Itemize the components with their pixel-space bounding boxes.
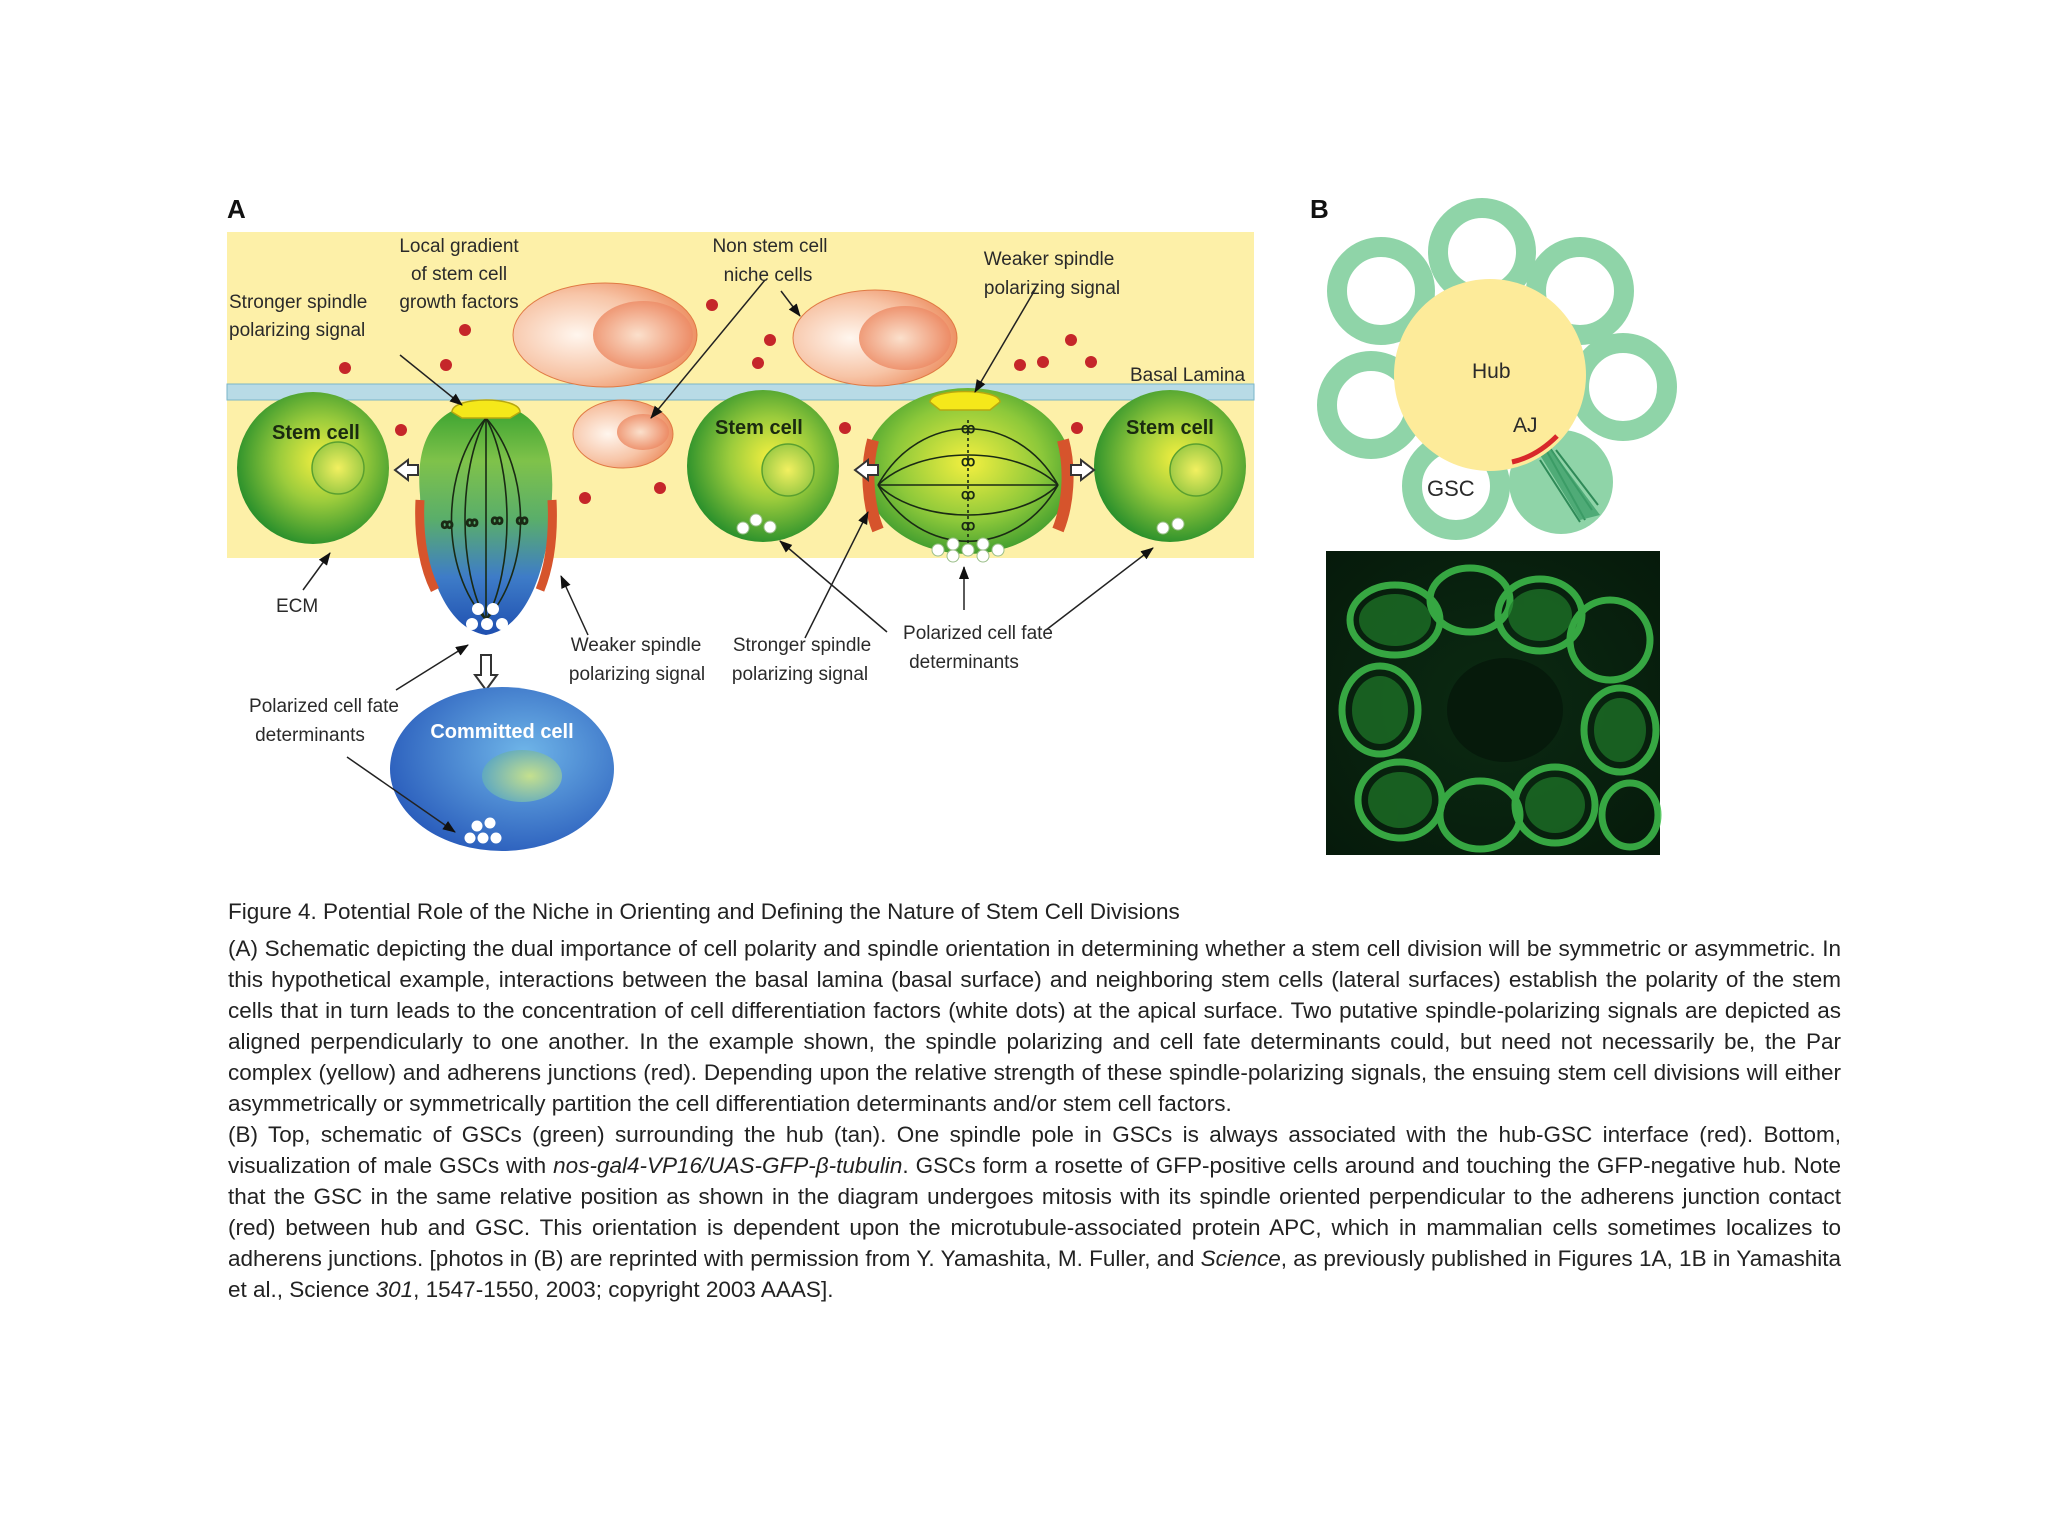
- label-stronger-bottom-1: Stronger spindle: [733, 635, 871, 656]
- stem-cell-middle: [687, 390, 839, 542]
- label-weaker-bottom-1: Weaker spindle: [571, 635, 702, 656]
- label-local-gradient-1: Local gradient: [399, 236, 519, 257]
- label-stronger-bottom-2: polarizing signal: [732, 664, 868, 685]
- label-stem-cell-3: Stem cell: [1126, 417, 1214, 439]
- label-local-gradient-3: growth factors: [399, 292, 518, 313]
- asymmetric-dividing-cell: ꝏ ꝏ ꝏ ꝏ: [419, 400, 552, 635]
- stem-cell-right: [1094, 390, 1246, 542]
- label-committed-cell: Committed cell: [430, 721, 573, 743]
- label-stronger-top-1: Stronger spindle: [229, 292, 367, 313]
- label-stronger-top-2: polarizing signal: [229, 320, 365, 341]
- label-weaker-top-2: polarizing signal: [984, 278, 1120, 299]
- label-weaker-top-1: Weaker spindle: [984, 249, 1115, 270]
- label-polarized-right-2: determinants: [909, 652, 1019, 673]
- label-polarized-left-1: Polarized cell fate: [249, 696, 399, 717]
- committed-cell: [390, 687, 614, 851]
- svg-text:ꝏ: ꝏ: [961, 517, 975, 533]
- label-local-gradient-2: of stem cell: [411, 264, 507, 285]
- svg-text:ꝏ: ꝏ: [961, 420, 975, 436]
- label-stem-cell-2: Stem cell: [715, 417, 803, 439]
- caption-para-b-italic-1: nos-gal4-VP16/UAS-GFP-β-tubulin: [553, 1153, 902, 1178]
- caption-para-a: (A) Schematic depicting the dual importa…: [228, 933, 1841, 1119]
- svg-text:ꝏ: ꝏ: [961, 486, 975, 502]
- caption-para-b-italic-3: 301: [376, 1277, 414, 1302]
- figure-caption: Figure 4. Potential Role of the Niche in…: [228, 896, 1841, 1305]
- caption-title: Figure 4. Potential Role of the Niche in…: [228, 896, 1841, 927]
- label-stem-cell-1: Stem cell: [272, 422, 360, 444]
- gsc-label: GSC: [1427, 476, 1475, 501]
- caption-para-b-italic-2: Science: [1201, 1246, 1281, 1271]
- gfp-micrograph: [1326, 551, 1660, 855]
- svg-text:ꝏ: ꝏ: [466, 515, 478, 529]
- label-polarized-right-1: Polarized cell fate: [903, 623, 1053, 644]
- label-ecm: ECM: [276, 596, 318, 617]
- caption-para-b-text-4: , 1547-1550, 2003; copyright 2003 AAAS].: [413, 1277, 833, 1302]
- hub-label: Hub: [1472, 360, 1511, 383]
- svg-text:ꝏ: ꝏ: [516, 513, 528, 527]
- niche-cell-large-right: [793, 290, 957, 386]
- niche-cell-large-left: [513, 283, 697, 387]
- label-non-stem-2: niche cells: [724, 265, 813, 286]
- caption-para-b: (B) Top, schematic of GSCs (green) surro…: [228, 1119, 1841, 1305]
- aj-label: AJ: [1513, 414, 1538, 437]
- label-basal-lamina: Basal Lamina: [1130, 365, 1246, 386]
- panel-a-letter: A: [227, 194, 246, 224]
- svg-text:ꝏ: ꝏ: [491, 513, 503, 527]
- svg-text:ꝏ: ꝏ: [441, 517, 453, 531]
- label-weaker-bottom-2: polarizing signal: [569, 664, 705, 685]
- svg-text:ꝏ: ꝏ: [961, 453, 975, 469]
- stem-cell-left: [237, 392, 389, 544]
- panel-b-letter: B: [1310, 194, 1329, 224]
- label-polarized-left-2: determinants: [255, 725, 365, 746]
- label-non-stem-1: Non stem cell: [712, 236, 827, 257]
